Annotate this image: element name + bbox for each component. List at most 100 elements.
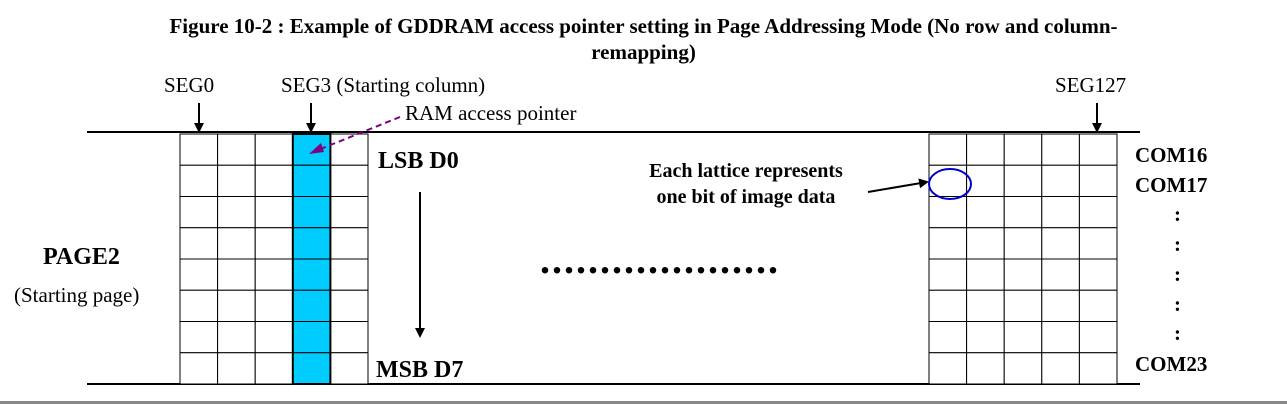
left-lattice-cell	[329, 352, 369, 385]
right-lattice-cell	[966, 352, 1005, 385]
left-lattice-cell	[217, 133, 256, 166]
left-lattice-cell	[329, 164, 369, 197]
lattice-note-line2: one bit of image data	[656, 186, 836, 208]
right-lattice-cell	[1003, 352, 1043, 385]
right-lattice-cell	[1003, 289, 1043, 322]
left-lattice-cell	[292, 352, 331, 385]
left-lattice-cell	[292, 289, 331, 322]
right-lattice-cell	[1041, 321, 1080, 354]
lattice-note: Each lattice represents one bit of image…	[616, 158, 876, 210]
right-lattice-cell	[928, 196, 968, 229]
page-label: PAGE2	[43, 244, 120, 270]
left-lattice-grid	[179, 133, 369, 385]
right-lattice-cell	[966, 227, 1005, 260]
right-lattice-cell	[966, 289, 1005, 322]
com-dot-3: :	[1174, 262, 1181, 286]
right-lattice-cell	[1041, 164, 1080, 197]
left-lattice-cell	[292, 227, 331, 260]
ram-pointer-label: RAM access pointer	[405, 101, 577, 125]
left-lattice-cell	[329, 289, 369, 322]
left-lattice-cell	[329, 258, 369, 291]
right-lattice-cell	[928, 352, 968, 385]
left-lattice-cell	[292, 321, 331, 354]
right-lattice-cell	[1041, 227, 1080, 260]
left-lattice-cell	[254, 164, 294, 197]
right-lattice-cell	[1041, 258, 1080, 291]
left-lattice-cell	[179, 227, 219, 260]
left-lattice-cell	[217, 227, 256, 260]
left-lattice-cell	[179, 164, 219, 197]
right-lattice-cell	[928, 227, 968, 260]
right-lattice-cell	[1078, 133, 1118, 166]
figure-title: Figure 10-2 : Example of GDDRAM access p…	[0, 13, 1287, 65]
com16-label: COM16	[1135, 143, 1208, 167]
left-lattice-cell	[329, 133, 369, 166]
right-lattice-cell	[966, 164, 1005, 197]
ellipsis-dots: ....................	[540, 237, 780, 282]
left-lattice-cell	[217, 321, 256, 354]
right-lattice-grid	[928, 133, 1118, 385]
right-lattice-cell	[1078, 196, 1118, 229]
com-dot-1: :	[1174, 202, 1181, 226]
right-lattice-cell	[1003, 196, 1043, 229]
left-lattice-cell	[254, 289, 294, 322]
lsb-label: LSB D0	[378, 148, 459, 174]
left-lattice-cell	[179, 321, 219, 354]
left-lattice-cell	[329, 321, 369, 354]
left-lattice-cell	[254, 352, 294, 385]
right-lattice-cell	[966, 133, 1005, 166]
left-lattice-cell	[292, 133, 331, 166]
com-dot-5: :	[1174, 321, 1181, 345]
left-lattice-cell	[179, 133, 219, 166]
starting-column-highlight	[291, 133, 332, 385]
left-lattice-cell	[217, 352, 256, 385]
right-lattice-cell	[1003, 321, 1043, 354]
right-lattice-cell	[928, 258, 968, 291]
right-lattice-cell	[1041, 352, 1080, 385]
left-lattice-cell	[217, 258, 256, 291]
lattice-note-line1: Each lattice represents	[649, 160, 843, 182]
left-lattice-cell	[179, 196, 219, 229]
com-dot-4: :	[1174, 292, 1181, 316]
right-lattice-cell	[1078, 289, 1118, 322]
right-lattice-cell	[1041, 289, 1080, 322]
left-lattice-cell	[329, 227, 369, 260]
figure-title-line1: Figure 10-2 : Example of GDDRAM access p…	[169, 14, 1118, 38]
com-dot-2: :	[1174, 232, 1181, 256]
right-lattice-cell	[928, 133, 968, 166]
left-lattice-cell	[179, 258, 219, 291]
left-lattice-cell	[217, 164, 256, 197]
left-lattice-cell	[254, 227, 294, 260]
ram-pointer-arrow	[317, 116, 401, 151]
seg3-label: SEG3 (Starting column)	[281, 73, 486, 97]
figure-title-line2: remapping)	[591, 40, 696, 64]
left-lattice-cell	[292, 196, 331, 229]
right-lattice-cell	[1078, 258, 1118, 291]
left-lattice-cell	[254, 258, 294, 291]
right-lattice-cell	[928, 289, 968, 322]
left-lattice-cell	[254, 196, 294, 229]
page-sub-label: (Starting page)	[14, 283, 140, 307]
right-lattice-cell	[1078, 164, 1118, 197]
msb-label: MSB D7	[376, 357, 464, 383]
left-lattice-cell	[254, 133, 294, 166]
right-lattice-cell	[966, 321, 1005, 354]
left-lattice-cell	[217, 196, 256, 229]
left-lattice-cell	[254, 321, 294, 354]
right-lattice-cell	[1041, 133, 1080, 166]
com23-label: COM23	[1135, 352, 1208, 376]
right-lattice-cell	[1041, 196, 1080, 229]
left-lattice-cell	[217, 289, 256, 322]
right-lattice-cell	[928, 321, 968, 354]
right-lattice-cell	[1003, 258, 1043, 291]
page-divider	[0, 401, 1287, 404]
left-lattice-cell	[179, 289, 219, 322]
seg0-label: SEG0	[164, 73, 215, 97]
lattice-circle	[928, 168, 972, 200]
ram-pointer-arrowhead	[309, 143, 324, 154]
right-lattice-cell	[1078, 352, 1118, 385]
lattice-arrow	[867, 178, 929, 193]
right-lattice-cell	[1003, 133, 1043, 166]
right-lattice-cell	[1078, 227, 1118, 260]
